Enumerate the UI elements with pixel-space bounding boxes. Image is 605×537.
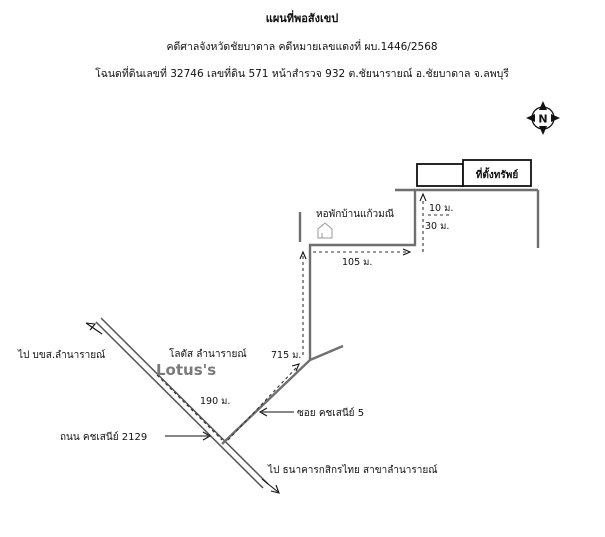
property-label-box [462, 159, 532, 187]
map-title: แผนที่พอสังเขป [266, 10, 339, 25]
arrow-to-bus-station-icon [85, 322, 103, 335]
to-bus-station-label: ไป บขส.ลำนารายณ์ [17, 349, 105, 361]
lotus-logo-text: Lotus's [156, 361, 216, 379]
property-label: ที่ตั้งทรัพย์ [476, 167, 519, 181]
main-road-label: ถนน คชเสนีย์ 2129 [60, 431, 147, 443]
distance-10m: 10 ม. [429, 203, 453, 214]
soi-label: ซอย คชเสนีย์ 5 [297, 407, 364, 419]
distance-105m: 105 ม. [342, 257, 372, 268]
court-case-line: คดีศาลจังหวัดชัยบาดาล คดีหมายเลขแดงที่ ผ… [166, 39, 437, 53]
to-bank-label: ไป ธนาคารกสิกรไทย สาขาลำนารายณ์ [267, 464, 438, 476]
arrow-main-road-icon [165, 431, 212, 441]
distance-190m: 190 ม. [200, 396, 230, 407]
compass-letter: N [538, 113, 547, 126]
property-parcel-box [416, 163, 464, 187]
main-road-kotchaseni-2129 [95, 317, 269, 489]
north-compass-icon: N [526, 101, 560, 135]
lotus-store-label: โลตัส ลำนารายณ์ [169, 347, 247, 360]
soi-road [221, 188, 540, 445]
dormitory-house-icon [317, 222, 333, 239]
distance-715m: 715 ม. [271, 350, 301, 361]
arrow-soi-icon [258, 407, 294, 417]
arrow-to-bank-icon [261, 478, 280, 494]
title-deed-line: โฉนดที่ดินเลขที่ 32746 เลขที่ดิน 571 หน้… [95, 66, 509, 80]
route-dashed-path [156, 192, 450, 441]
distance-30m: 30 ม. [425, 221, 449, 232]
dormitory-label: หอพักบ้านแก้วมณี [316, 208, 394, 220]
